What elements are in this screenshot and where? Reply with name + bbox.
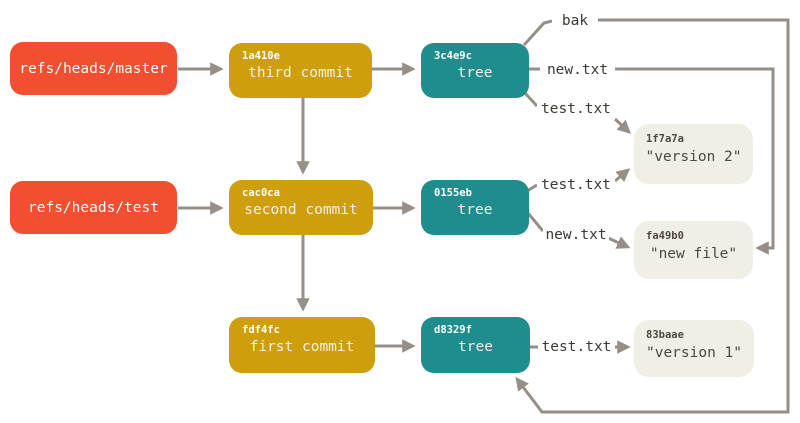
edge-label-newtxt-top: new.txt (540, 58, 615, 81)
ref-node-master: refs/heads/master (10, 42, 177, 95)
commit-label: third commit (248, 65, 353, 81)
edge-tree2-to-newtxt-chip (525, 211, 545, 232)
blob-label: "version 2" (645, 149, 742, 165)
edge-label-bak: bak (552, 10, 598, 31)
commit-label: second commit (244, 202, 358, 218)
edge-testtxt-to-blob-version2-lower (614, 168, 631, 183)
edge-label-newtxt-middle: new.txt (543, 224, 609, 245)
tree-node-0155eb: 0155eb tree (421, 180, 529, 235)
ref-node-test: refs/heads/test (10, 181, 177, 234)
blob-hash: 83baae (646, 329, 684, 341)
commit-node-third: 1a410e third commit (229, 43, 372, 98)
blob-label: "new file" (649, 246, 738, 262)
edge-tree1-to-bak-chip (522, 19, 553, 47)
edge-tree1-to-testtxt-chip (522, 90, 539, 108)
blob-node-version2: 1f7a7a "version 2" (634, 124, 753, 184)
edge-newtxt-to-blob-newfile-left (607, 236, 631, 249)
edge-label-testtxt-top: test.txt (537, 98, 615, 120)
commit-hash: fdf4fc (242, 324, 280, 336)
tree-hash: 0155eb (434, 187, 472, 199)
commit-node-second: cac0ca second commit (229, 180, 373, 235)
tree-label: tree (457, 65, 493, 81)
ref-label: refs/heads/master (19, 60, 168, 77)
edge-label-testtxt-middle: test.txt (537, 174, 615, 196)
blob-label: "version 1" (645, 345, 743, 361)
edge-bak-to-tree3 (515, 18, 790, 414)
commit-node-first: fdf4fc first commit (229, 317, 375, 373)
tree-hash: d8329f (434, 324, 472, 336)
blob-node-version1: 83baae "version 1" (634, 320, 754, 377)
edge-newtxt-to-blob-newfile-right (615, 67, 775, 255)
tree-hash: 3c4e9c (434, 50, 472, 62)
blob-node-newfile: fa49b0 "new file" (634, 221, 753, 279)
blob-hash: 1f7a7a (646, 133, 684, 145)
tree-node-3c4e9c: 3c4e9c tree (421, 43, 529, 98)
tree-label: tree (458, 339, 493, 355)
edge-testtxt-to-blob-version2-upper (613, 117, 631, 134)
commit-label: first commit (249, 339, 355, 355)
tree-label: tree (457, 202, 493, 218)
blob-hash: fa49b0 (646, 230, 684, 242)
commit-hash: 1a410e (242, 50, 280, 62)
ref-label: refs/heads/test (28, 199, 159, 216)
commit-hash: cac0ca (242, 187, 280, 199)
tree-node-d8329f: d8329f tree (421, 317, 530, 373)
edge-label-testtxt-bottom: test.txt (538, 336, 615, 358)
